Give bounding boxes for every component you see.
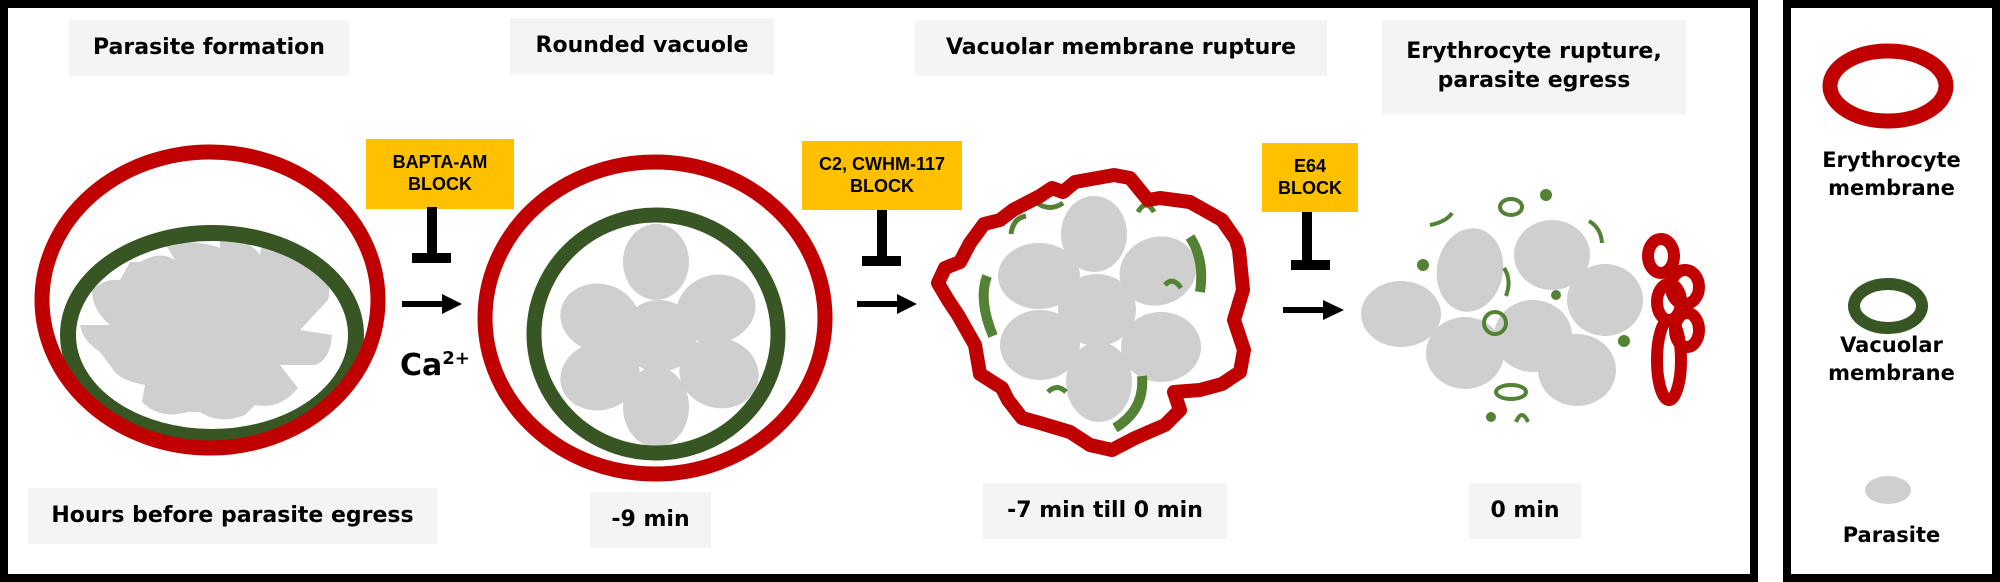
vesicle xyxy=(1417,259,1429,271)
parasite xyxy=(1361,281,1441,347)
vacuolar-fragment xyxy=(1502,266,1511,297)
vacuolar-fragment xyxy=(1587,219,1604,244)
block-label: BLOCK xyxy=(1278,177,1342,198)
stage-title-parasite-formation: Parasite formation xyxy=(69,20,349,76)
vesicle xyxy=(1618,335,1630,347)
parasite xyxy=(1066,342,1132,422)
stage-time-minus-7-to-0: -7 min till 0 min xyxy=(983,483,1227,539)
calcium-cofactor-label: Ca2+ xyxy=(400,348,470,383)
vesicle xyxy=(1540,189,1552,201)
erythrocyte-ring-icon xyxy=(1822,43,1954,129)
legend-erythrocyte-line2: membrane xyxy=(1828,176,1955,201)
vacuolar-fragment xyxy=(1112,375,1148,433)
inhibition-bar-icon xyxy=(412,207,451,263)
stage-time-hours-before: Hours before parasite egress xyxy=(28,488,437,544)
stage1-erythrocyte-membrane xyxy=(34,144,386,456)
stage2-vacuolar-membrane xyxy=(526,207,786,461)
ruptured-erythrocyte-ghost xyxy=(1642,233,1705,406)
parasite xyxy=(623,224,689,300)
stage1-parasite-mass xyxy=(80,236,332,420)
legend-panel: Erythrocyte membrane Vacuolar membrane P… xyxy=(1783,0,2000,582)
parasite xyxy=(621,300,697,372)
vacuolar-fragment xyxy=(1008,213,1027,235)
parasite xyxy=(1514,220,1590,290)
vacuolar-fragment xyxy=(1046,385,1068,394)
vacuolar-fragment xyxy=(978,274,998,338)
stage1-cell xyxy=(34,144,386,456)
legend-erythrocyte-line1: Erythrocyte xyxy=(1822,148,1961,172)
inhibition-bar-icon xyxy=(1291,212,1330,270)
arrow-right-icon xyxy=(1283,300,1344,320)
parasite xyxy=(1538,334,1616,406)
parasite xyxy=(1426,317,1504,389)
vacuole-ring-icon xyxy=(1848,278,1928,334)
stage1-vacuolar-membrane xyxy=(60,225,364,445)
stage-title-vacuolar-rupture: Vacuolar membrane rupture xyxy=(915,20,1327,76)
vesicle-ring xyxy=(1498,197,1524,217)
vesicle xyxy=(1551,290,1561,300)
parasite xyxy=(1119,236,1197,306)
stage4-cell xyxy=(1361,189,1705,423)
parasite xyxy=(679,337,759,409)
parasite xyxy=(623,367,689,447)
vacuolar-fragment xyxy=(1429,211,1454,227)
parasite xyxy=(676,274,756,344)
calcium-symbol: Ca xyxy=(400,348,443,383)
block-label: BLOCK xyxy=(408,174,472,194)
stage2-cell xyxy=(477,154,833,482)
legend-icons xyxy=(1822,43,1954,504)
vacuolar-fragment xyxy=(1163,278,1184,290)
legend-label-vacuolar: Vacuolar membrane xyxy=(1791,331,1992,388)
vesicle-ring xyxy=(1482,310,1508,336)
parasite xyxy=(560,283,640,353)
stage-title-erythrocyte-rupture: Erythrocyte rupture, parasite egress xyxy=(1382,20,1686,114)
parasite xyxy=(1058,274,1136,346)
stage-time-zero: 0 min xyxy=(1469,483,1581,539)
arrow-right-icon xyxy=(857,294,917,314)
parasite xyxy=(1121,312,1201,382)
parasite xyxy=(1567,264,1643,336)
arrow-right-icon xyxy=(402,294,462,314)
legend-vacuolar-line2: membrane xyxy=(1828,361,1955,386)
legend-vacuolar-line1: Vacuolar xyxy=(1840,333,1943,357)
parasite xyxy=(1000,310,1080,380)
calcium-charge: 2+ xyxy=(442,348,470,369)
inhibitor-name-e64: E64 xyxy=(1293,155,1327,176)
block-label: BLOCK xyxy=(850,175,914,196)
inhibition-bar-icon xyxy=(862,210,901,266)
parasite xyxy=(1436,228,1504,312)
vesicle-ring xyxy=(1494,383,1528,401)
stage2-erythrocyte-membrane xyxy=(477,154,833,482)
legend-parasite-line1: Parasite xyxy=(1842,523,1941,547)
parasite-ellipse-icon xyxy=(1865,476,1911,504)
stage3-cell xyxy=(931,168,1251,457)
inhibitor-name-bapta: BAPTA-AM xyxy=(392,152,488,173)
legend-label-erythrocyte: Erythrocyte membrane xyxy=(1791,146,1992,203)
parasite xyxy=(560,341,640,411)
stage3-ruptured-erythrocyte-membrane xyxy=(931,168,1251,457)
parasite xyxy=(1061,196,1127,272)
vacuolar-fragment xyxy=(1035,200,1065,210)
stage-time-minus-9: -9 min xyxy=(590,492,711,548)
parasite xyxy=(998,243,1080,309)
vesicle xyxy=(1486,412,1496,422)
stage-title-rounded-vacuole: Rounded vacuole xyxy=(510,18,774,74)
vacuolar-fragment xyxy=(1514,413,1530,423)
vacuolar-fragment xyxy=(1185,234,1207,293)
legend-label-parasite: Parasite xyxy=(1791,521,1992,549)
inhibitor-name-c2: C2, CWHM-117 xyxy=(818,153,946,174)
